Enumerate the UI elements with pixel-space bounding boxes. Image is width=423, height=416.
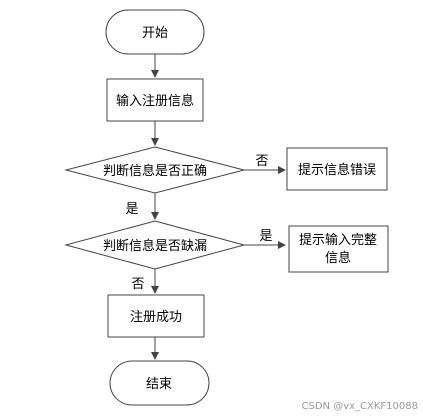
edge-label-yes-2: 是 (259, 229, 272, 244)
watermark: CSDN @vx_CXKF10088 (302, 401, 418, 412)
decision-correct-label: 判断信息是否正确 (103, 163, 207, 179)
complete-info-label-line1: 提示输入完整 (299, 232, 377, 248)
edge-label-no-2: 否 (131, 277, 144, 292)
success-process-box (107, 294, 205, 338)
success-process-label: 注册成功 (130, 310, 182, 325)
error-box (286, 147, 388, 191)
decision-missing-label: 判断信息是否缺漏 (103, 238, 207, 254)
start-label: 开始 (142, 26, 168, 41)
end-label: 结束 (146, 377, 172, 392)
error-box-label: 提示信息错误 (298, 162, 376, 178)
edge-label-yes-1: 是 (125, 202, 138, 217)
complete-info-label-line2: 信息 (325, 250, 351, 266)
input-process-label: 输入注册信息 (116, 93, 194, 109)
input-process-box (106, 78, 204, 122)
edge-label-no-1: 否 (255, 154, 268, 169)
complete-info-box (288, 225, 389, 273)
end-terminator (109, 360, 210, 406)
